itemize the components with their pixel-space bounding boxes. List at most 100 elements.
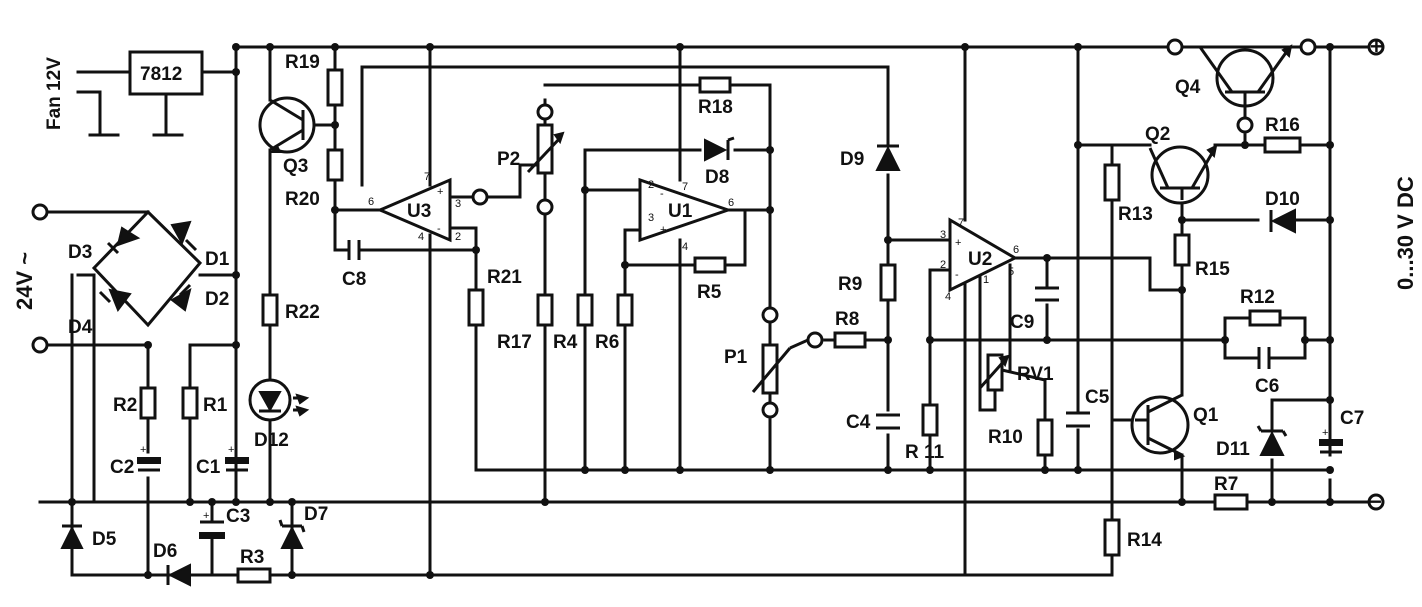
opamps xyxy=(376,177,1019,293)
capacitors xyxy=(137,240,1343,539)
label-r6: R6 xyxy=(595,332,619,353)
plus-terminal xyxy=(1367,38,1385,56)
diodes xyxy=(60,136,1296,587)
label-r22: R22 xyxy=(285,302,320,323)
junctions xyxy=(68,43,1334,579)
label-q3: Q3 xyxy=(283,156,308,177)
regulator-label: 7812 xyxy=(140,64,182,85)
label-p1: P1 xyxy=(724,347,748,368)
label-d1: D1 xyxy=(205,249,230,270)
label-c3: C3 xyxy=(226,506,250,527)
label-r1: R1 xyxy=(203,395,228,416)
regulator-7812 xyxy=(128,50,204,96)
label-r19: R19 xyxy=(285,52,320,73)
label-d5: D5 xyxy=(92,529,117,550)
resistor-r19 xyxy=(326,68,344,107)
resistor-r18 xyxy=(698,76,732,94)
label-d12: D12 xyxy=(254,430,289,451)
resistor-r10 xyxy=(1036,418,1054,457)
resistor-r7 xyxy=(1213,493,1249,511)
terminals xyxy=(31,38,1385,511)
label-d8: D8 xyxy=(705,167,729,188)
u3-plus: + xyxy=(437,186,443,198)
label-r3: R3 xyxy=(240,547,264,568)
label-d7: D7 xyxy=(304,504,328,525)
label-p2: P2 xyxy=(497,149,520,170)
resistor-r21 xyxy=(467,288,485,327)
u3-pin3: 3 xyxy=(455,198,461,210)
label-r4: R4 xyxy=(553,332,578,353)
label-c5: C5 xyxy=(1085,387,1110,408)
u2-pin6: 6 xyxy=(1013,244,1019,256)
potentiometers xyxy=(526,119,1046,403)
label-c4: C4 xyxy=(846,412,871,433)
resistor-r2 xyxy=(139,386,157,420)
resistor-r4 xyxy=(576,293,594,327)
label-r2: R2 xyxy=(113,395,137,416)
label-d11: D11 xyxy=(1216,439,1250,460)
u1-pin3: 3 xyxy=(648,212,654,224)
u3-minus: - xyxy=(437,223,441,235)
label-rv1: RV1 xyxy=(1017,364,1054,385)
c3-plus: + xyxy=(203,510,209,522)
label-d2: D2 xyxy=(205,289,229,310)
u2-minus: - xyxy=(955,269,959,281)
label-u3: U3 xyxy=(407,201,431,222)
label-r9: R9 xyxy=(838,274,862,295)
resistor-r1 xyxy=(181,386,199,420)
minus-terminal xyxy=(1367,493,1385,511)
u3-pin2: 2 xyxy=(455,231,461,243)
u2-plus: + xyxy=(955,237,961,249)
u1-plus: + xyxy=(660,224,666,236)
label-r15: R15 xyxy=(1195,259,1230,280)
label-r13: R13 xyxy=(1118,204,1153,225)
ac-input-label: 24V ~ xyxy=(12,252,37,310)
fan-label: Fan 12V xyxy=(44,57,65,130)
label-c6: C6 xyxy=(1255,376,1279,397)
label-c8: C8 xyxy=(342,269,366,290)
u2-pin7: 7 xyxy=(958,217,964,229)
resistor-r8 xyxy=(833,331,867,349)
label-c7: C7 xyxy=(1340,408,1364,429)
resistor-r14 xyxy=(1103,518,1121,557)
resistor-r6 xyxy=(616,293,634,327)
label-r18: R18 xyxy=(698,97,733,118)
u1-pin7: 7 xyxy=(682,181,688,193)
label-c2: C2 xyxy=(110,457,134,478)
resistor-r22 xyxy=(261,293,279,327)
resistor-r3 xyxy=(236,567,272,584)
u3-pin6: 6 xyxy=(368,196,374,208)
resistor-r12 xyxy=(1248,309,1282,327)
label-q1: Q1 xyxy=(1193,405,1219,426)
u1-pin4: 4 xyxy=(682,241,688,253)
c2-plus: + xyxy=(140,444,146,456)
u1-pin6: 6 xyxy=(728,197,734,209)
wiring xyxy=(38,45,1372,577)
label-r16: R16 xyxy=(1265,115,1300,136)
u2-pin5: 5 xyxy=(1008,266,1014,278)
label-r5: R5 xyxy=(697,282,722,303)
label-c1: C1 xyxy=(196,457,221,478)
u1-minus: - xyxy=(660,188,664,200)
label-d9: D9 xyxy=(840,149,864,170)
label-q2: Q2 xyxy=(1145,124,1170,145)
resistors xyxy=(139,68,1302,584)
label-d10: D10 xyxy=(1265,189,1300,210)
label-r12: R12 xyxy=(1240,287,1275,308)
c7-plus: + xyxy=(1322,427,1328,439)
bridge-rectifier xyxy=(91,209,203,328)
u3-pin7: 7 xyxy=(424,171,430,183)
label-r17: R17 xyxy=(497,332,532,353)
u2-pin4: 4 xyxy=(945,291,951,303)
label-r8: R8 xyxy=(835,309,859,330)
label-u1: U1 xyxy=(668,201,693,222)
c1-plus: + xyxy=(228,444,234,456)
label-d6: D6 xyxy=(153,541,177,562)
label-d3: D3 xyxy=(68,242,92,263)
u1-pin2: 2 xyxy=(648,179,654,191)
output-voltage-label: 0...30 V DC xyxy=(1393,176,1418,290)
resistor-r16 xyxy=(1263,136,1302,154)
u2-pin1: 1 xyxy=(983,274,989,286)
transistors xyxy=(258,44,1293,461)
